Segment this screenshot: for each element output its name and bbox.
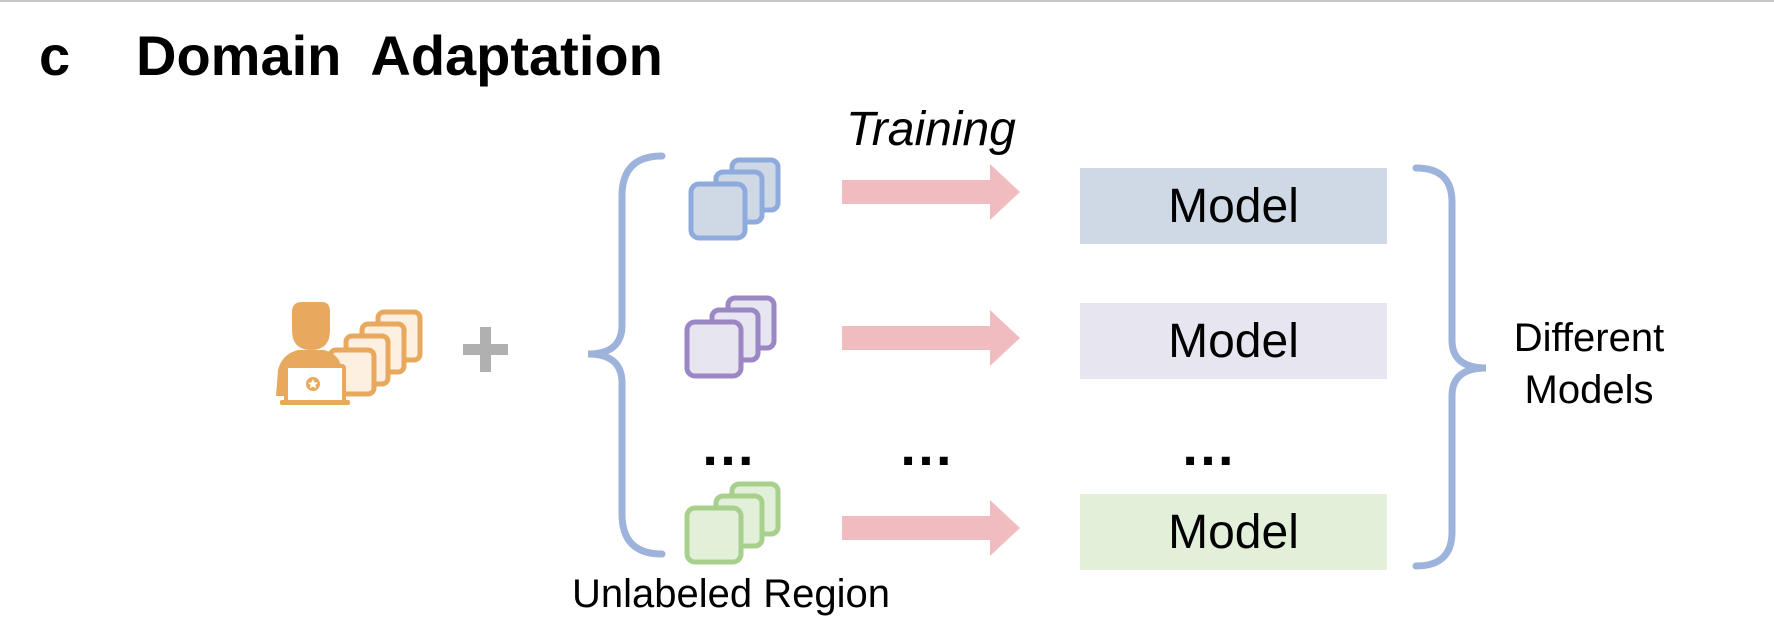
left-curly-brace-icon <box>587 152 666 558</box>
right-curly-brace-icon <box>1412 164 1487 570</box>
different-models-line2: Models <box>1524 368 1654 412</box>
top-divider <box>0 0 1774 2</box>
panel-title: Domain Adaptation <box>136 24 663 87</box>
ellipsis-arrows: … <box>898 414 958 477</box>
arrow-right-icon-2 <box>842 310 1020 366</box>
arrow-right-icon-1 <box>842 164 1020 220</box>
model-box-1: Model <box>1080 168 1387 244</box>
image-stack-icon-blue <box>688 157 781 241</box>
unlabeled-region-label: Unlabeled Region <box>572 572 891 616</box>
plus-icon <box>463 327 508 372</box>
different-models-label: Different Models <box>1494 312 1684 416</box>
image-stack-icon-purple <box>684 295 777 379</box>
ellipsis-models: … <box>1180 414 1240 477</box>
panel-letter: c <box>39 24 71 87</box>
training-label: Training <box>846 103 1016 156</box>
image-stack-icon-green <box>684 481 781 565</box>
different-models-line1: Different <box>1513 316 1665 360</box>
model-box-3: Model <box>1080 494 1387 570</box>
arrow-right-icon-3 <box>842 500 1020 556</box>
ellipsis-images: … <box>700 414 760 477</box>
model-box-2: Model <box>1080 303 1387 379</box>
user-laptop-icon <box>276 302 423 405</box>
